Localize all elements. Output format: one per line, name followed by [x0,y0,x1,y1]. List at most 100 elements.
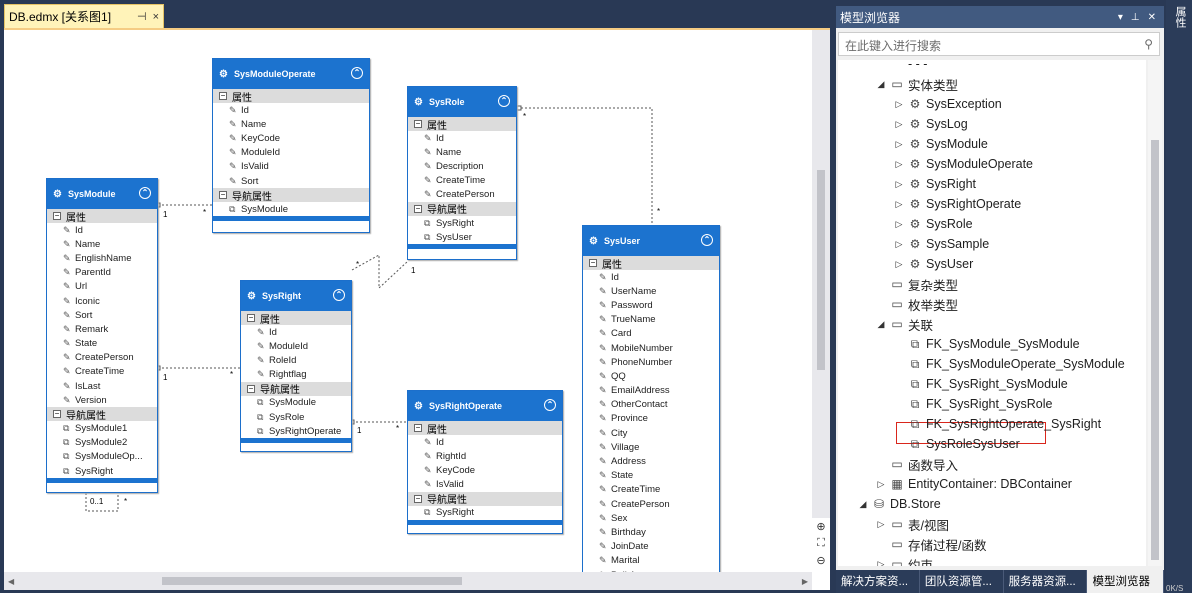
collapse-section-icon[interactable]: − [53,211,61,220]
nav-property-row[interactable]: ⧉SysModule [241,396,351,410]
nav-property-row[interactable]: ⧉SysUser [408,230,516,244]
tree-item[interactable]: ▷⚙SysSample [892,234,990,254]
property-row[interactable]: ✎ParentId [47,266,157,280]
collapse-section-icon[interactable]: − [53,409,61,419]
expand-arrow-icon[interactable]: ◢ [877,78,885,89]
search-input[interactable]: 在此键入进行搜索 ⚲ [838,32,1160,56]
scroll-thumb[interactable] [1151,140,1159,560]
entity-header[interactable]: ⚙SysRightOperate⌃ [408,391,562,421]
collapse-section-icon[interactable]: − [414,423,422,432]
property-row[interactable]: ✎Id [47,223,157,237]
expand-arrow-icon[interactable]: ◢ [859,498,867,509]
nav-property-row[interactable]: ⧉SysRight [408,216,516,230]
property-row[interactable]: ✎QQ [583,369,719,383]
property-row[interactable]: ✎State [583,469,719,483]
property-row[interactable]: ✎Id [408,435,562,449]
model-tree[interactable]: - - -◢▭实体类型▷⚙SysException▷⚙SysLog▷⚙SysMo… [838,60,1146,566]
tab-team-explorer[interactable]: 团队资源管... [920,570,1004,593]
tree-item[interactable]: ▷⚙SysUser [892,254,974,274]
expand-arrow-icon[interactable]: ◢ [877,318,885,329]
property-row[interactable]: ✎Description [408,159,516,173]
document-tab[interactable]: DB.edmx [关系图1] ⊣ × [4,4,164,28]
expand-arrow-icon[interactable]: ▷ [895,138,903,149]
property-row[interactable]: ✎City [583,426,719,440]
property-row[interactable]: ✎ModuleId [213,146,369,160]
nav-property-row[interactable]: ⧉SysRight [47,464,157,478]
entity-sysmoduleoperate[interactable]: ⚙SysModuleOperate⌃ −属性 ✎Id✎Name✎KeyCode✎… [212,58,370,233]
property-row[interactable]: ✎CreateTime [583,483,719,497]
property-row[interactable]: ✎CreatePerson [408,188,516,202]
expand-arrow-icon[interactable]: ▷ [877,478,885,489]
properties-section[interactable]: −属性 [213,89,369,104]
property-row[interactable]: ✎Id [408,131,516,145]
property-row[interactable]: ✎Id [213,103,369,117]
zoom-in-icon[interactable]: ⊕ [812,520,830,536]
tree-item[interactable]: ⧉FK_SysModule_SysModule [892,334,1080,354]
collapse-icon[interactable]: ⌃ [544,399,556,411]
property-row[interactable]: ✎Version [47,393,157,407]
entity-sysrole[interactable]: ⚙SysRole⌃ −属性 ✎Id✎Name✎Description✎Creat… [407,86,517,260]
tree-item[interactable]: ▷⚙SysRight [892,174,977,194]
tree-item[interactable]: ⧉FK_SysRight_SysModule [892,374,1068,394]
collapse-section-icon[interactable]: − [219,91,227,100]
property-row[interactable]: ✎Id [241,325,351,339]
diagram-canvas[interactable]: 1 * 1 * 1 * * 1 * * 0..1 * ⚙SysModule⌃ −… [4,28,830,590]
entity-header[interactable]: ⚙SysUser⌃ [583,226,719,256]
property-row[interactable]: ✎CreateTime [408,174,516,188]
entity-sysright[interactable]: ⚙SysRight⌃ −属性 ✎Id✎ModuleId✎RoleId✎Right… [240,280,352,452]
tree-scrollbar[interactable] [1148,60,1162,566]
entity-header[interactable]: ⚙SysModuleOperate⌃ [213,59,369,89]
horizontal-scrollbar[interactable]: ◀▶ [4,572,812,590]
property-row[interactable]: ✎EmailAddress [583,384,719,398]
property-row[interactable]: ✎Url [47,280,157,294]
property-row[interactable]: ✎Address [583,454,719,468]
property-row[interactable]: ✎IsValid [213,160,369,174]
property-row[interactable]: ✎Rightflag [241,368,351,382]
tree-item[interactable]: ◢▭关联 [874,314,933,334]
collapse-icon[interactable]: ⌃ [351,67,363,79]
expand-arrow-icon[interactable]: ▷ [877,558,885,567]
tree-item[interactable]: ▷⚙SysRightOperate [892,194,1022,214]
entity-sysuser[interactable]: ⚙SysUser⌃ −属性 ✎Id✎UserName✎Password✎True… [582,225,720,590]
property-row[interactable]: ✎Sort [213,174,369,188]
entity-header[interactable]: ⚙SysRight⌃ [241,281,351,311]
property-row[interactable]: ✎Remark [47,322,157,336]
nav-property-row[interactable]: ⧉SysRight [408,506,562,520]
pin-icon[interactable]: ⊥ [1130,11,1140,23]
property-row[interactable]: ✎RightId [408,449,562,463]
tree-item[interactable]: ▭存储过程/函数 [874,534,986,554]
nav-property-row[interactable]: ⧉SysModule [213,202,369,216]
property-row[interactable]: ✎Id [583,270,719,284]
collapse-section-icon[interactable]: − [247,313,255,322]
expand-arrow-icon[interactable]: ▷ [895,258,903,269]
tree-item[interactable]: ▭复杂类型 [874,274,958,294]
property-row[interactable]: ✎JoinDate [583,540,719,554]
tree-item[interactable]: ▷⚙SysModule [892,134,988,154]
property-row[interactable]: ✎Password [583,298,719,312]
scroll-right-icon[interactable]: ▶ [801,576,808,586]
close-icon[interactable]: ✕ [1147,11,1156,23]
expand-arrow-icon[interactable]: ▷ [877,518,885,529]
tree-item[interactable]: ▷⚙SysRole [892,214,973,234]
property-row[interactable]: ✎CreateTime [47,365,157,379]
nav-section[interactable]: −导航属性 [213,188,369,203]
property-row[interactable]: ✎IsLast [47,379,157,393]
tree-item[interactable]: ▷▦EntityContainer: DBContainer [874,474,1072,494]
scroll-left-icon[interactable]: ◀ [8,576,15,586]
entity-header[interactable]: ⚙SysRole⌃ [408,87,516,117]
dropdown-icon[interactable]: ▾ [1117,11,1123,23]
properties-section[interactable]: −属性 [241,311,351,326]
properties-section[interactable]: −属性 [47,209,157,224]
scroll-thumb[interactable] [162,577,462,585]
collapse-section-icon[interactable]: − [414,493,422,503]
properties-side-tab[interactable]: 属性 [1174,6,1186,28]
tab-solution-explorer[interactable]: 解决方案资... [836,570,920,593]
expand-arrow-icon[interactable]: ▷ [895,158,903,169]
tree-item[interactable]: ▭枚举类型 [874,294,958,314]
nav-property-row[interactable]: ⧉SysModuleOp... [47,450,157,464]
entity-sysmodule[interactable]: ⚙SysModule⌃ −属性 ✎Id✎Name✎EnglishName✎Par… [46,178,158,493]
tree-item[interactable]: ◢▭实体类型 [874,74,958,94]
tree-item[interactable]: ⧉FK_SysRightOperate_SysRight [892,414,1101,434]
expand-arrow-icon[interactable]: ▷ [895,198,903,209]
property-row[interactable]: ✎PhoneNumber [583,355,719,369]
